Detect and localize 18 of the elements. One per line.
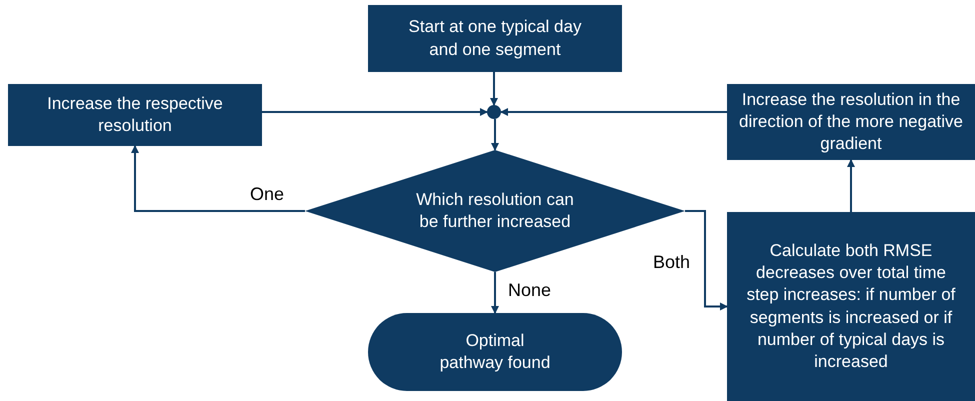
node-text: Increase the respective resolution	[46, 92, 224, 137]
node-text: Increase the resolution in the direction of the more negative gradient	[739, 88, 963, 156]
arrow	[131, 145, 305, 212]
node-text: Which resolution can be further increased	[415, 188, 575, 233]
node-text: Optimal pathway found	[438, 330, 552, 374]
arrow	[490, 72, 498, 106]
process-box	[727, 84, 975, 160]
arrow	[491, 272, 499, 314]
process-box	[727, 212, 975, 401]
arrow	[847, 159, 855, 212]
process-box	[8, 84, 262, 146]
node-text: Calculate both RMSE decreases over total time step increases: if number of segments is increased or if number of typical days is increased	[746, 240, 956, 373]
node-text: Start at one typical day and one segment	[408, 16, 582, 60]
arrow	[491, 119, 499, 151]
arrow	[500, 108, 727, 116]
process-box	[368, 5, 622, 72]
arrow	[685, 210, 728, 310]
arrow	[262, 108, 488, 116]
